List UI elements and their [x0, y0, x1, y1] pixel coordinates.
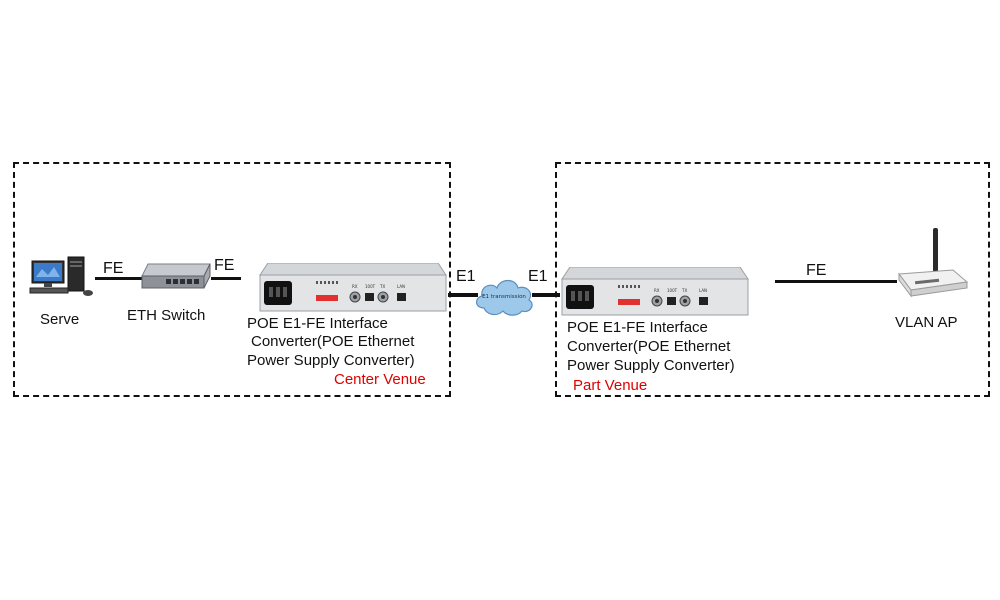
- link-server-switch: [95, 277, 142, 280]
- center-venue-label: Center Venue: [334, 371, 426, 388]
- tx-port-label: TX: [379, 284, 385, 289]
- part-venue-label: Part Venue: [573, 377, 648, 394]
- mid-port-label: 100T: [365, 284, 376, 289]
- converter-center-line3: Power Supply Converter): [247, 352, 415, 369]
- ethernet-switch-icon: [140, 262, 212, 292]
- link-label-fe: FE: [103, 260, 124, 277]
- converter-part-line2: Converter(POE Ethernet: [567, 338, 731, 355]
- switch-label: ETH Switch: [127, 307, 206, 324]
- e1-converter-icon: RX 100T TX LAN: [560, 266, 750, 317]
- e1-converter-icon: RX 100T TX LAN: [258, 262, 448, 313]
- link-label-fe: FE: [214, 257, 235, 274]
- converter-center-line2: Converter(POE Ethernet: [251, 333, 415, 350]
- lan-port-label: LAN: [699, 288, 707, 293]
- link-switch-converter: [211, 277, 241, 280]
- ap-label: VLAN AP: [895, 314, 958, 331]
- cloud-icon: E1 transmission: [472, 272, 536, 318]
- link-label-fe: FE: [806, 262, 827, 279]
- link-cloud-converter: [532, 293, 560, 297]
- lan-port-label: LAN: [397, 284, 405, 289]
- converter-part-line1: POE E1-FE Interface: [567, 319, 708, 336]
- part-venue-box: [555, 162, 990, 397]
- link-label-e1: E1: [528, 268, 548, 285]
- mid-port-label: 100T: [667, 288, 678, 293]
- rx-port-label: RX: [654, 288, 660, 293]
- link-converter-cloud: [448, 293, 478, 297]
- link-label-e1: E1: [456, 268, 476, 285]
- converter-center-line1: POE E1-FE Interface: [247, 315, 388, 332]
- tx-port-label: TX: [681, 288, 687, 293]
- converter-part-line3: Power Supply Converter): [567, 357, 735, 374]
- cloud-label: E1 transmission: [482, 294, 526, 300]
- server-computer-icon: [28, 255, 96, 297]
- link-converter-ap: [775, 280, 897, 283]
- server-label: Serve: [40, 311, 80, 328]
- wireless-router-icon: [893, 226, 969, 298]
- center-venue-box: [13, 162, 451, 397]
- rx-port-label: RX: [352, 284, 358, 289]
